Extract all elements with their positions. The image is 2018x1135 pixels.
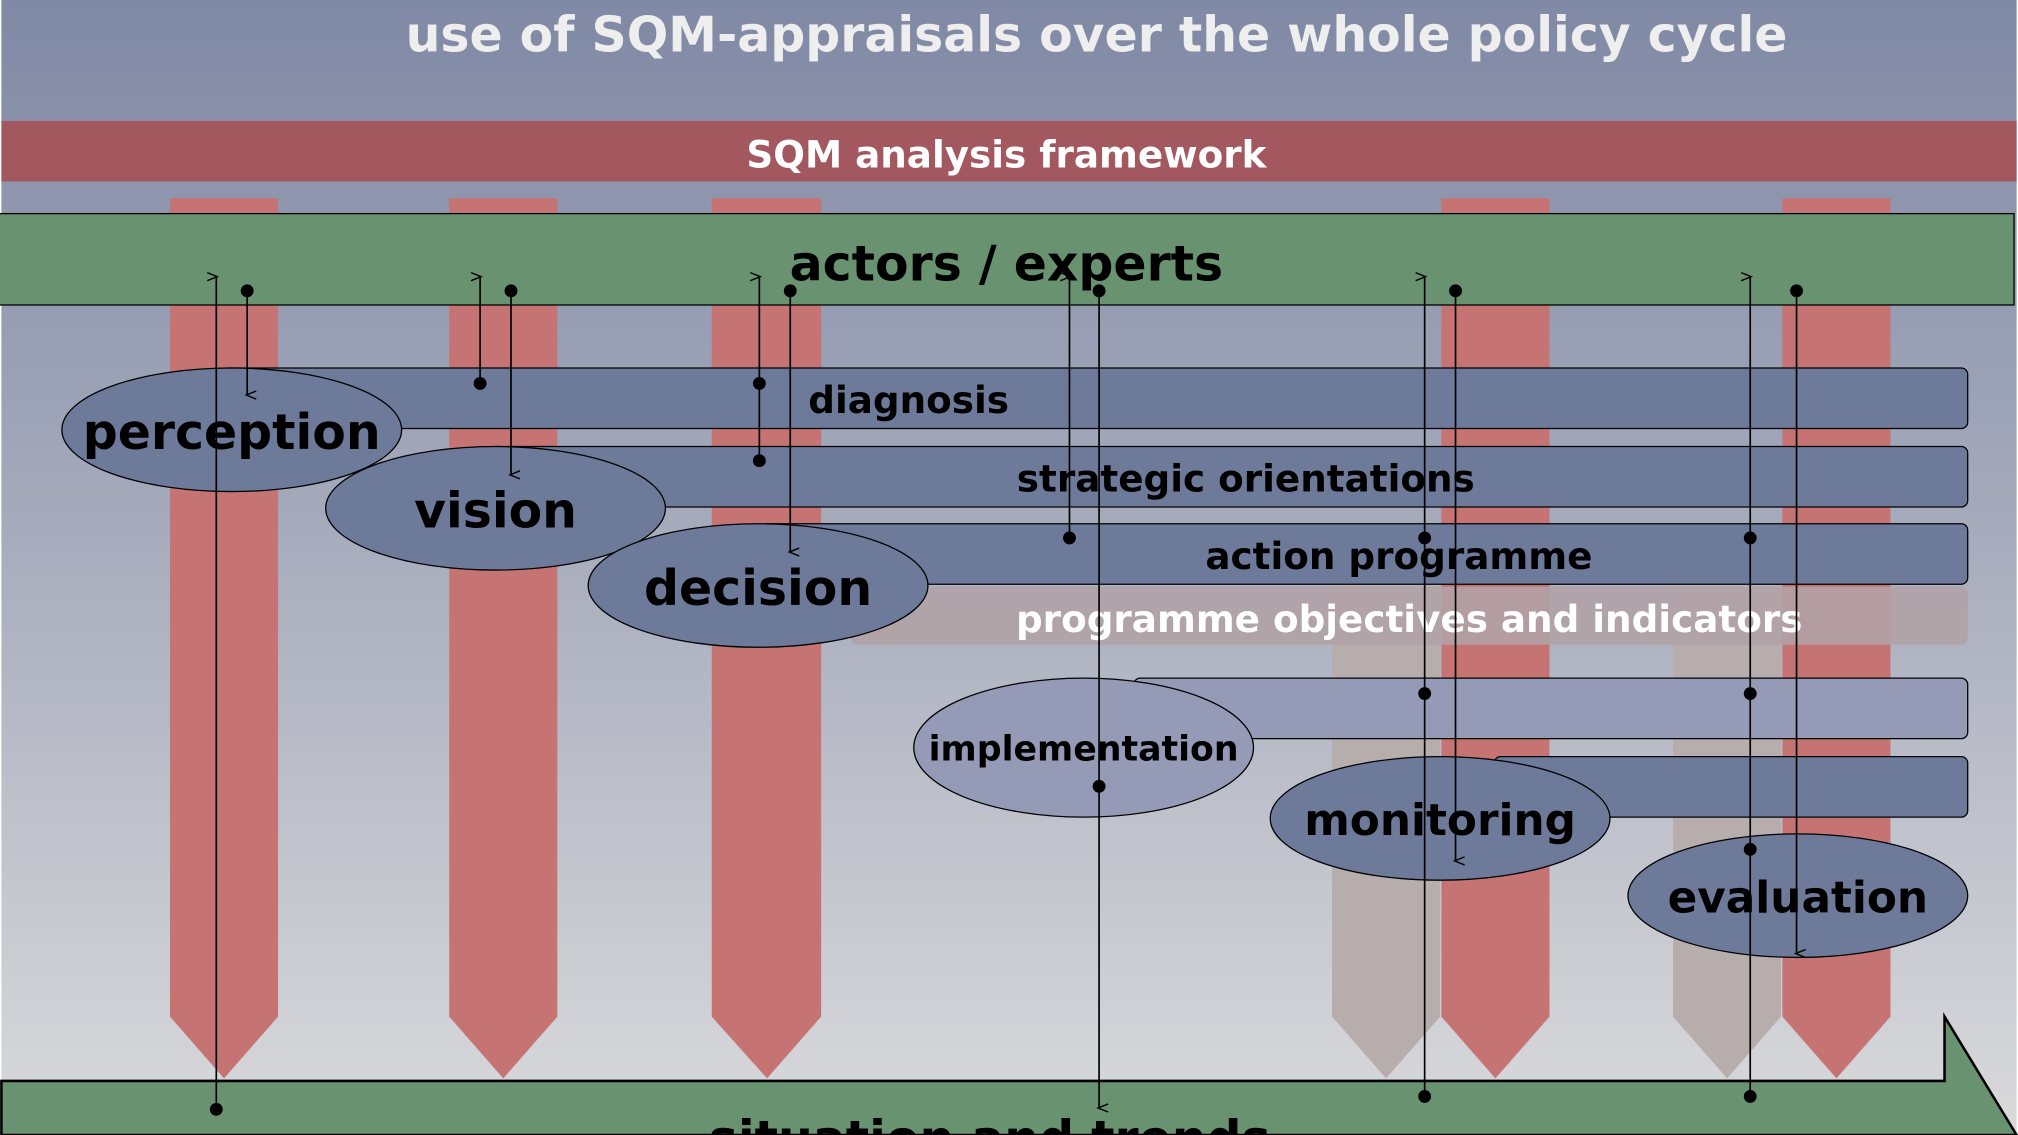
framework-label: SQM analysis framework (746, 132, 1267, 176)
red-pillar (169, 198, 279, 1079)
flow-arrows (207, 272, 1806, 1113)
red-pillar (449, 198, 558, 1079)
gray-pillar (1673, 585, 1782, 1079)
action-label: action programme (1205, 534, 1592, 578)
flow-dots (209, 284, 1803, 1116)
diagnosis-bar (219, 367, 1969, 430)
implementation-ellipse (913, 677, 1255, 818)
diagnosis-label: diagnosis (808, 378, 1009, 422)
situation-band (0, 1012, 2018, 1135)
situation-label: situation and trends (709, 1111, 1271, 1135)
vision-ellipse (325, 445, 667, 571)
title-line: use of SQM-appraisals over the whole pol… (406, 6, 1788, 63)
framework-band (1, 120, 2017, 182)
objectives-bar (850, 586, 1968, 645)
actors-band (0, 212, 2015, 306)
actors-label: actors / experts (790, 236, 1223, 293)
evaluation-label: evaluation (1668, 872, 1929, 923)
decision-label: decision (644, 560, 872, 617)
perception-label: perception (83, 404, 381, 461)
perception-ellipse (61, 367, 403, 493)
monitoring-ellipse (1269, 756, 1611, 881)
implementation-bar (1133, 677, 1969, 740)
strategic-label: strategic orientations (1017, 457, 1475, 501)
decision-ellipse (587, 523, 929, 648)
implementation-label: implementation (929, 730, 1239, 770)
objectives-label: programme objectives and indicators (1016, 597, 1802, 641)
vision-label: vision (414, 483, 577, 540)
monitoring-label: monitoring (1304, 795, 1576, 846)
